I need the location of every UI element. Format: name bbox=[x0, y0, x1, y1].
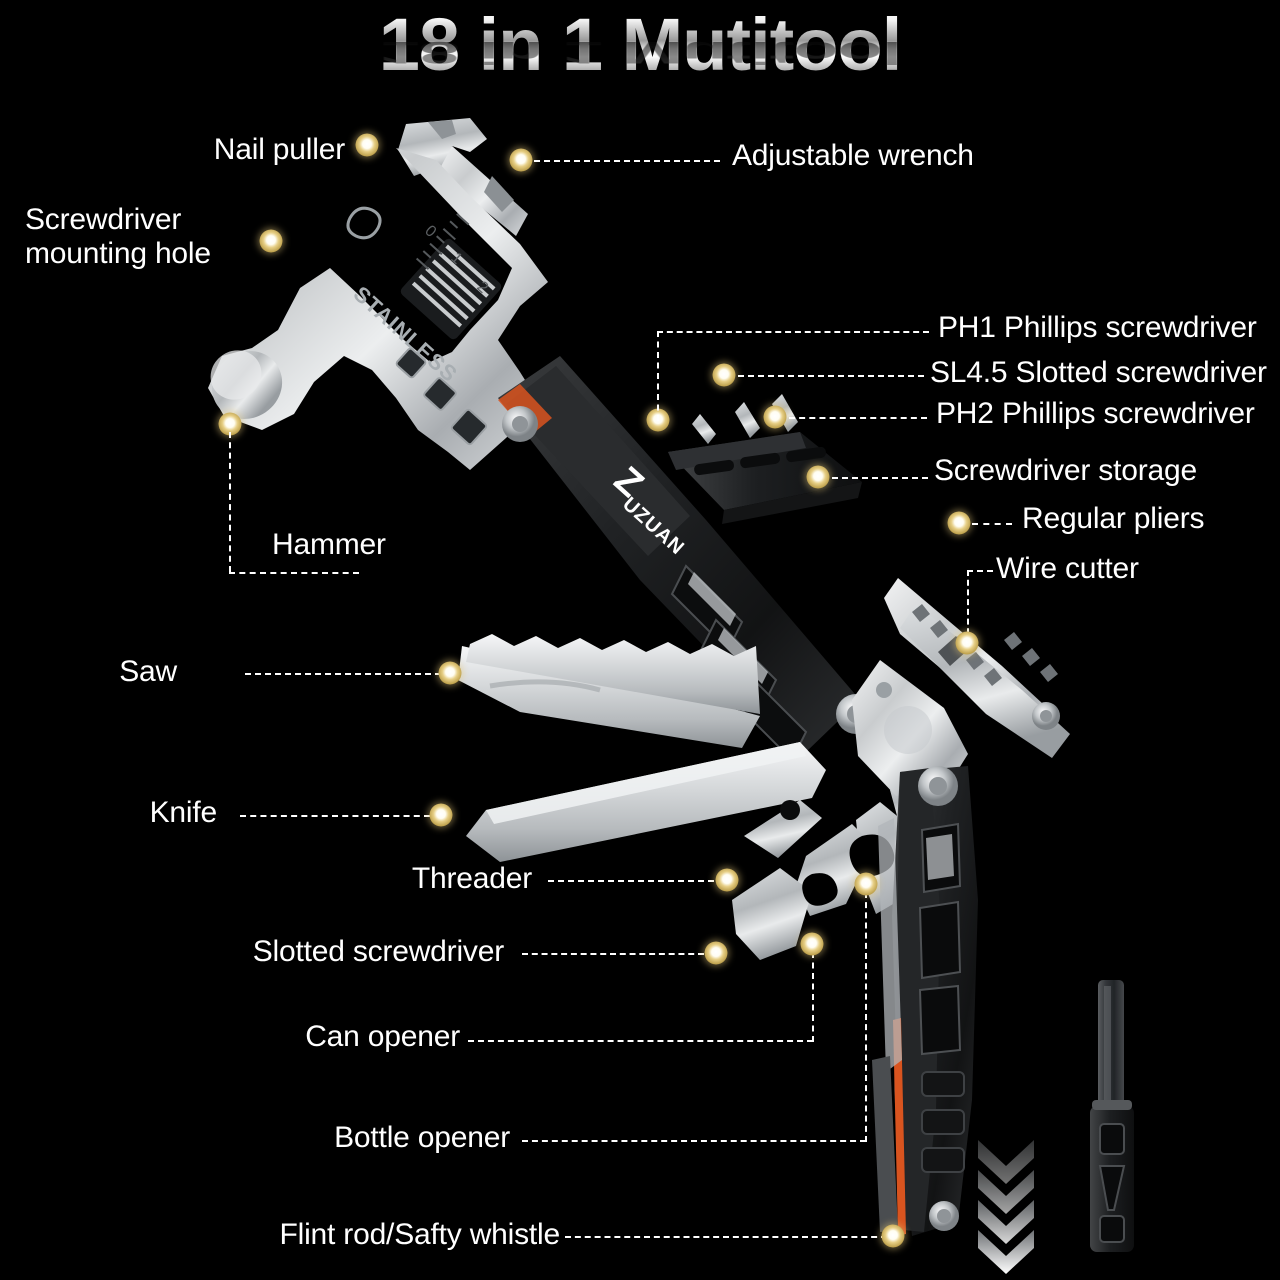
connector-ph1-horizontal bbox=[657, 331, 929, 333]
connector-ph1-vertical bbox=[657, 331, 659, 421]
label-regular-pliers: Regular pliers bbox=[1022, 502, 1205, 535]
marker-flint-rod bbox=[881, 1224, 905, 1248]
label-screwdriver-mounting-hole: Screwdriver mounting hole bbox=[25, 203, 211, 270]
connector-ph2 bbox=[789, 417, 927, 419]
connector-saw bbox=[245, 673, 441, 675]
connector-flint-rod bbox=[565, 1236, 887, 1238]
marker-knife bbox=[429, 803, 453, 827]
label-ph1-phillips: PH1 Phillips screwdriver bbox=[938, 311, 1257, 344]
connector-hammer-vertical bbox=[229, 432, 231, 572]
connector-can-opener-vertical bbox=[812, 952, 814, 1042]
marker-ph2-phillips bbox=[763, 405, 787, 429]
marker-adjustable-wrench bbox=[509, 148, 533, 172]
page-title: 18 in 1 Mutitool bbox=[378, 3, 903, 86]
marker-saw bbox=[438, 661, 462, 685]
connector-bottle-opener-vertical bbox=[865, 892, 867, 1142]
connector-knife bbox=[240, 815, 430, 817]
saw-blade bbox=[458, 634, 760, 748]
label-threader: Threader bbox=[411, 862, 532, 895]
main-handle-upper: Z UZUAN bbox=[498, 356, 876, 762]
page-title-block: 18 in 1 Mutitool 18 in 1 Mutitool bbox=[0, 8, 1280, 142]
ruler-mark-0: 0 bbox=[421, 222, 439, 241]
label-knife: Knife bbox=[149, 796, 218, 829]
connector-screwdriver-storage bbox=[832, 477, 928, 479]
marker-screwdriver-mounting-hole bbox=[259, 229, 283, 253]
marker-can-opener bbox=[800, 932, 824, 956]
label-can-opener: Can opener bbox=[305, 1020, 460, 1053]
connector-sl45 bbox=[738, 375, 924, 377]
marker-threader bbox=[715, 868, 739, 892]
label-wire-cutter: Wire cutter bbox=[996, 552, 1139, 585]
connector-threader bbox=[548, 880, 714, 882]
label-saw: Saw bbox=[119, 655, 177, 688]
marker-hammer bbox=[218, 412, 242, 436]
label-flint-rod: Flint rod/Safty whistle bbox=[279, 1218, 560, 1251]
connector-slotted-screwdriver bbox=[522, 953, 704, 955]
connector-adjustable-wrench bbox=[534, 160, 720, 162]
connector-wire-cutter-horizontal bbox=[967, 570, 993, 572]
label-adjustable-wrench: Adjustable wrench bbox=[732, 139, 974, 172]
flint-rod-whistle bbox=[1090, 980, 1134, 1252]
label-nail-puller: Nail puller bbox=[213, 133, 345, 166]
knife-blade bbox=[466, 742, 826, 862]
marker-slotted-screwdriver bbox=[704, 941, 728, 965]
lower-handle bbox=[872, 766, 978, 1236]
connector-wire-cutter-vertical bbox=[967, 570, 969, 644]
screwdriver-storage-block bbox=[668, 394, 862, 524]
marker-regular-pliers bbox=[947, 511, 971, 535]
label-hammer: Hammer bbox=[272, 528, 386, 561]
label-slotted-screwdriver: Slotted screwdriver bbox=[252, 935, 504, 968]
connector-bottle-opener-horizontal bbox=[522, 1140, 866, 1142]
chevron-arrows bbox=[978, 1140, 1034, 1274]
marker-nail-puller bbox=[355, 133, 379, 157]
marker-sl45-slotted bbox=[712, 363, 736, 387]
connector-hammer-horizontal bbox=[229, 572, 359, 574]
marker-wire-cutter bbox=[955, 631, 979, 655]
connector-regular-pliers bbox=[972, 523, 1012, 525]
label-bottle-opener: Bottle opener bbox=[334, 1121, 510, 1154]
label-sl45-slotted: SL4.5 Slotted screwdriver bbox=[930, 356, 1267, 389]
marker-bottle-opener bbox=[854, 872, 878, 896]
label-screwdriver-storage: Screwdriver storage bbox=[934, 454, 1197, 487]
hammer-wrench-head: STAINLESS 0 1 2 bbox=[208, 118, 548, 470]
pliers-head bbox=[852, 578, 1070, 796]
label-ph2-phillips: PH2 Phillips screwdriver bbox=[936, 397, 1255, 430]
marker-screwdriver-storage bbox=[806, 465, 830, 489]
connector-can-opener-horizontal bbox=[468, 1040, 813, 1042]
